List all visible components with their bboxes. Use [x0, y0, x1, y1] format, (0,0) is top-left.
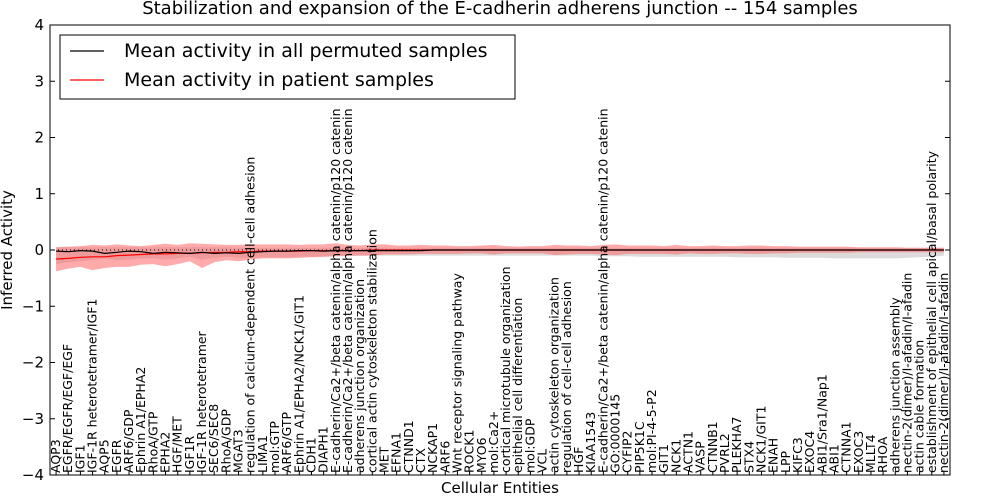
y-tick-label: −4	[22, 466, 44, 484]
x-category-label: CTNND1	[401, 420, 416, 473]
chart-title: Stabilization and expansion of the E-cad…	[142, 0, 858, 19]
x-category-label: CTX	[413, 448, 428, 473]
x-category-label: RhoA/GDP	[218, 409, 233, 473]
x-axis-title: Cellular Entities	[441, 479, 559, 497]
x-category-label: CDH1	[304, 437, 319, 473]
x-category-label: KIAA1543	[583, 412, 598, 473]
y-tick-label: −3	[22, 410, 44, 428]
x-category-label: SEC6/SEC8	[206, 404, 221, 473]
y-tick-label: −2	[22, 354, 44, 372]
x-category-label: HGF	[571, 447, 586, 473]
x-category-label: STX4	[741, 441, 756, 473]
x-category-label: Wnt receptor signaling pathway	[449, 273, 464, 473]
x-category-label: Ephrin A1/EPHA2/NCK1/GIT1	[291, 295, 306, 473]
x-category-label: CYFIP2	[620, 430, 635, 473]
x-category-label: mol:Ca2+	[486, 411, 501, 473]
x-category-label: PIP5K1C	[632, 421, 647, 473]
x-category-label: CTNNA1	[839, 421, 854, 473]
y-tick-label: 0	[34, 241, 44, 259]
y-axis-title: Inferred Activity	[0, 190, 16, 310]
x-category-label: EGFR/EGFR/EGF/EGF	[60, 344, 75, 473]
x-category-label: regulation of calcium-dependent cell-cel…	[243, 157, 258, 473]
x-category-label: EXOC3	[851, 431, 866, 473]
x-category-label: ABI1	[827, 444, 842, 473]
y-tick-label: 3	[34, 72, 44, 90]
x-category-label: LIMA1	[255, 435, 270, 473]
x-category-label: establishment of epithelial cell apical/…	[924, 150, 939, 473]
x-category-label: LPP	[778, 450, 793, 473]
x-category-label: IGF-1R heterotetramer	[194, 330, 209, 473]
y-tick-label: −1	[22, 297, 44, 315]
legend-label-patient: Mean activity in patient samples	[124, 69, 434, 91]
legend: Mean activity in all permuted samples Me…	[59, 34, 516, 100]
x-category-label: PVRL2	[717, 433, 732, 473]
legend-label-permuted: Mean activity in all permuted samples	[124, 40, 487, 62]
y-axis-ticks: −4 −3 −2 −1 0 1 2 3 4	[22, 16, 950, 484]
y-tick-label: 4	[34, 16, 44, 34]
x-category-label: E-cadherin/Ca2+/beta catenin/alpha caten…	[340, 108, 355, 473]
x-category-label: ACTN1	[681, 431, 696, 473]
x-category-label: epithelial cell differentiation	[510, 298, 525, 473]
x-category-label: DIAPH1	[316, 426, 331, 473]
x-category-label: PLEKHA7	[729, 416, 744, 473]
x-category-label: IGF1R	[182, 435, 197, 473]
x-category-label: E-cadherin/Ca2+/beta catenin/alpha caten…	[595, 108, 610, 473]
x-category-label: cortical actin cytoskeleton stabilizatio…	[364, 229, 379, 473]
x-category-label: EXOC4	[802, 431, 817, 473]
x-category-label: mol:GTP	[267, 421, 282, 473]
x-category-label: MYO6	[474, 437, 489, 473]
plot-area	[49, 24, 951, 476]
x-category-label: RHOA	[875, 436, 890, 473]
x-category-label: GO:0000145	[608, 394, 623, 473]
x-category-label: CTNNB1	[705, 421, 720, 473]
x-category-label: adherens junction assembly	[887, 297, 902, 473]
y-tick-label: 1	[34, 185, 44, 203]
x-category-label: RhoA/GTP	[145, 411, 160, 473]
x-category-label: NCK1/GIT1	[754, 406, 769, 473]
x-category-label: nectin-2(dimer)/I-afadin/I-afadin	[899, 273, 914, 473]
x-category-label: Ephrin A1/EPHA2	[133, 367, 148, 473]
legend-box	[59, 34, 516, 100]
x-category-label: regulation of cell-cell adhesion	[559, 281, 574, 473]
x-category-label: GIT1	[656, 444, 671, 473]
x-category-label: mol:GDP	[522, 418, 537, 473]
x-category-label: KIFC3	[790, 437, 805, 473]
x-category-label: mol:PI-4-5-P2	[644, 389, 659, 473]
x-category-label: ENAH	[766, 438, 781, 473]
x-category-label: VCL	[535, 449, 550, 473]
x-category-label: nectin-2(dimer)/I-afadin/I-afadin	[936, 273, 951, 473]
x-category-label: MLLT4	[863, 434, 878, 473]
x-category-label: VASP	[693, 441, 708, 473]
x-category-label: NCK1	[668, 439, 683, 473]
permuted-mean-line	[56, 249, 944, 255]
x-category-label: EGFR	[109, 439, 124, 473]
x-category-label: cortical microtubule organization	[498, 266, 513, 473]
x-category-label: ARF6/GDP	[121, 409, 136, 473]
x-category-label: actin cable formation	[912, 340, 927, 473]
x-category-label: EFNA1	[389, 432, 404, 473]
x-category-label: AQP3	[48, 439, 63, 473]
x-category-label: adherens junction organization	[352, 279, 367, 473]
x-category-label: IGF-1R heterotetramer/IGF1	[85, 299, 100, 473]
x-category-label: E-cadherin/Ca2+/beta catenin/alpha caten…	[328, 108, 343, 473]
x-category-label: actin cytoskeleton organization	[547, 277, 562, 473]
x-category-label: HGF/MET	[170, 416, 185, 473]
x-category-label: AQP5	[97, 439, 112, 473]
y-tick-label: 2	[34, 129, 44, 147]
x-category-label: ARF6/GTP	[279, 412, 294, 473]
x-category-label: MGAT3	[231, 429, 246, 473]
x-category-label: ARF6	[437, 441, 452, 473]
x-category-label: ROCK1	[462, 430, 477, 473]
x-category-label: ABI1/Sra1/Nap1	[814, 374, 829, 473]
x-category-label: MET	[377, 446, 392, 473]
x-category-label: EPHA2	[158, 432, 173, 473]
x-category-label: NCKAP1	[425, 423, 440, 473]
x-category-label: IGF1	[72, 444, 87, 473]
